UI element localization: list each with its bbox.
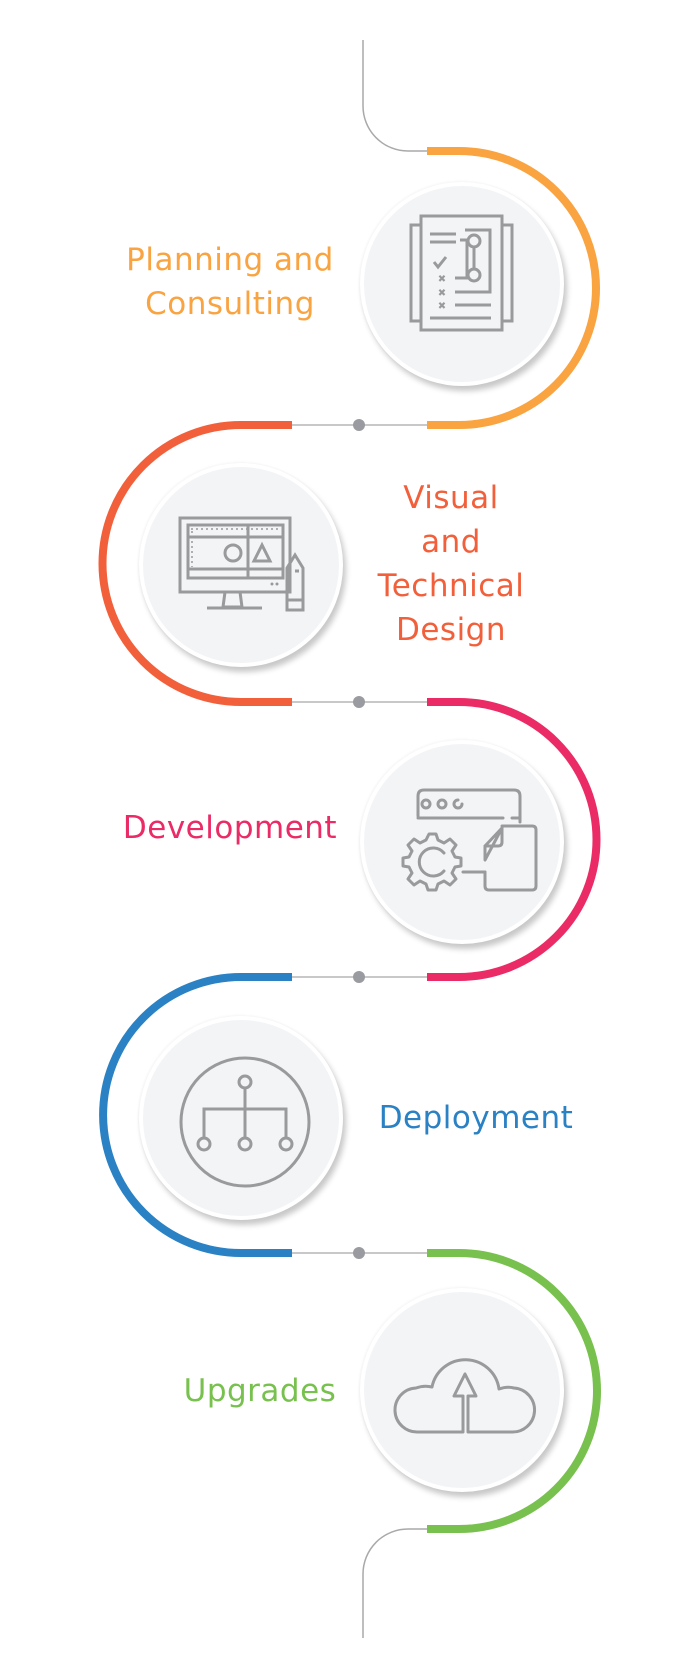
step-1-label: Planning and Consulting [108,238,352,326]
step-4-label: Deployment [366,1096,586,1140]
step-1-label-line-2: Consulting [145,286,315,322]
step-5-icon-circle [360,1288,564,1492]
step-2-label: Visual and Technical Design [363,476,539,652]
arc-step-2 [98,421,292,706]
step-1-label-line-1: Planning and [126,242,334,278]
step-4-label-line-1: Deployment [378,1100,574,1136]
step-2-icon-circle [139,463,343,667]
step-2-label-line-4: Design [395,612,507,648]
step-1-icon-circle: ✖ ✖ ✖ [360,182,564,386]
browser-gear-document-icon [401,788,538,892]
step-5-label-line-1: Upgrades [183,1373,337,1409]
connector-dot-4 [353,1247,365,1259]
step-2-label-line-3: Technical [377,568,525,604]
arc-step-5 [427,1249,601,1533]
step-2-label-line-2: and [421,524,481,560]
svg-text:✖: ✖ [438,288,446,299]
connector-dot-1 [353,419,365,431]
step-3-icon-circle [360,740,564,944]
monitor-design-pencil-icon [178,516,305,612]
step-2-label-line-1: Visual [403,480,499,516]
svg-text:✖: ✖ [438,301,446,312]
arc-step-3 [427,698,601,981]
exit-line [362,1528,427,1638]
step-3-label-line-1: Development [122,810,338,846]
svg-text:✖: ✖ [438,274,446,285]
step-3-label: Development [108,806,352,850]
arc-step-4 [99,973,292,1257]
cloud-upload-icon [393,1358,536,1434]
entry-line [362,40,427,152]
step-5-label: Upgrades [150,1369,370,1413]
connector-dot-2 [353,696,365,708]
arc-step-1 [427,147,600,429]
network-hierarchy-icon [179,1056,311,1188]
blueprint-checklist-icon: ✖ ✖ ✖ [409,214,514,332]
connector-dot-3 [353,971,365,983]
step-4-icon-circle [139,1016,343,1220]
